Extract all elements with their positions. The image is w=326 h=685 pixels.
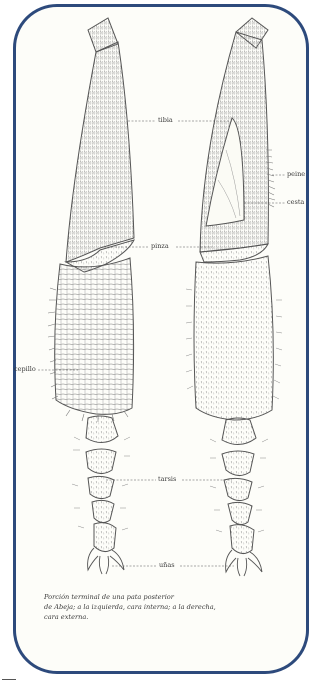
left-tibia [66, 42, 134, 262]
corner-rule [2, 679, 16, 680]
label-unas: uñas [159, 561, 175, 569]
label-cesta: cesta [287, 198, 304, 206]
figure-caption: Porción terminal de una pata posterior d… [44, 592, 274, 622]
caption-line-3: cara externa. [44, 612, 274, 622]
right-leg [186, 18, 282, 576]
right-tarsus-3 [224, 478, 252, 500]
caption-line-1: Porción terminal de una pata posterior [44, 592, 274, 602]
left-tarsus-2 [86, 449, 116, 474]
label-tarsis: tarsis [158, 475, 176, 483]
right-metatarsus [194, 256, 273, 420]
label-tibia: tibia [158, 116, 173, 124]
label-peine: peine [287, 170, 305, 178]
label-cepillo: cepillo [14, 365, 36, 373]
right-tarsus-1 [222, 418, 256, 445]
left-leg [48, 18, 134, 574]
label-pinza: pinza [151, 242, 169, 250]
caption-line-2: de Abeja; a la izquierda, cara interna; … [44, 602, 274, 612]
left-metatarsus [55, 258, 134, 414]
right-tarsus-2 [222, 451, 254, 476]
left-tarsus-4 [92, 500, 114, 522]
left-tarsus-5 [94, 523, 116, 552]
right-tarsus-4 [228, 502, 252, 524]
left-tarsus-1 [86, 416, 118, 443]
right-tarsus-5 [230, 525, 254, 554]
